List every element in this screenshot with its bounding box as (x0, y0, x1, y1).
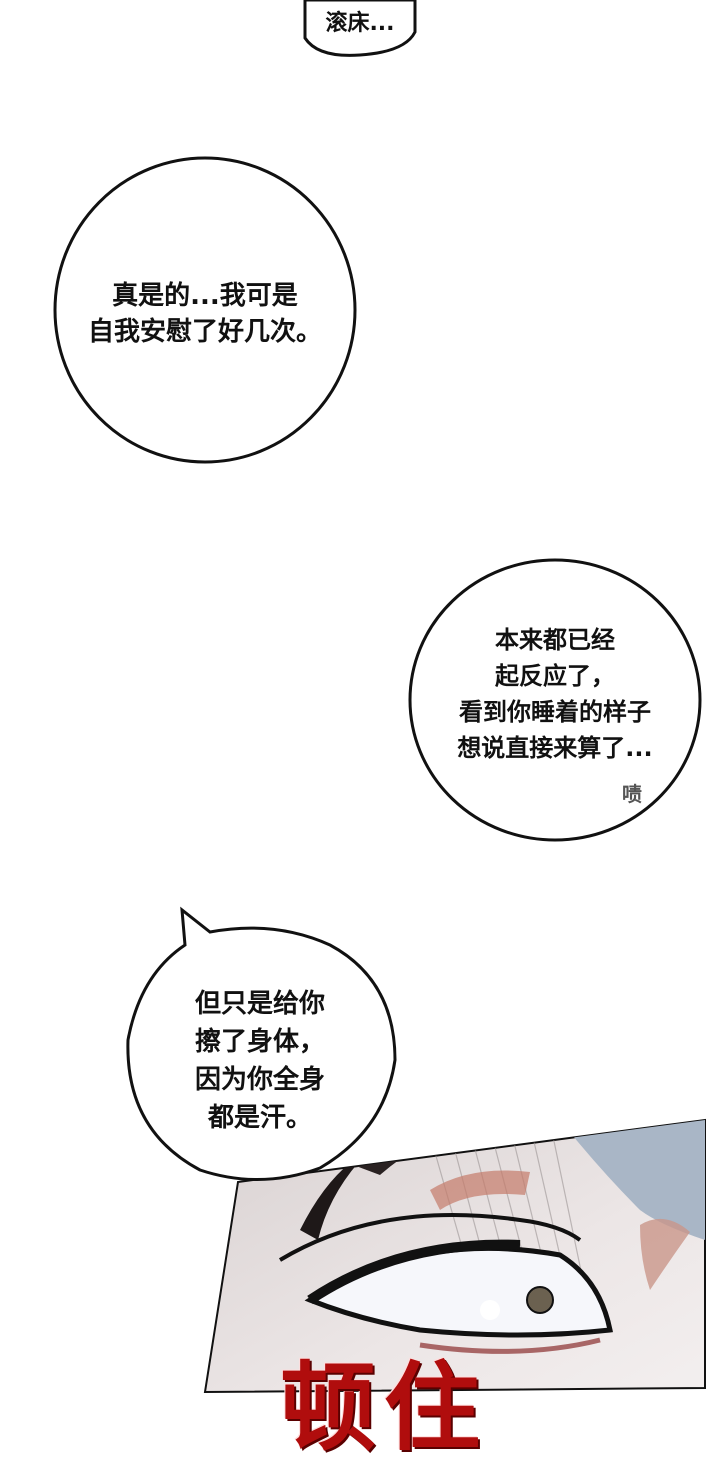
speech-bubble-1-text: 真是的...我可是 自我安慰了好几次。 (87, 281, 322, 347)
sfx-stunned: 顿住 (280, 1351, 488, 1464)
speech-bubble-2-shape (408, 558, 702, 842)
speech-bubble-1-shape (53, 156, 357, 464)
top-bubble-text: 滚床... (325, 11, 395, 36)
top-bubble (303, 0, 417, 57)
speech-bubble-2-text: 本来都已经 起反应了， 看到你睡着的样子 想说直接来算了... (457, 626, 653, 762)
speech-bubble-3-shape (126, 906, 397, 1181)
speech-bubble-3-text: 但只是给你 擦了身体， 因为你全身 都是汗。 (194, 989, 325, 1133)
sfx-tsk: 啧 (622, 782, 642, 806)
